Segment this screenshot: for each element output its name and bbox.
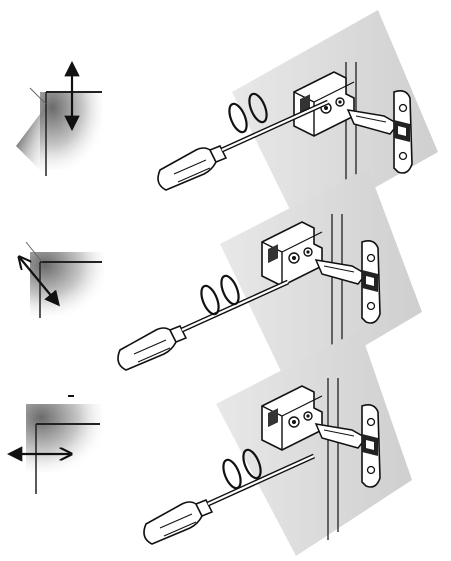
panel-depth-adjustment	[20, 168, 422, 390]
corner-adjustment-icon	[20, 241, 104, 318]
corner-adjustment-icon	[10, 395, 102, 494]
cabinet-panel	[216, 330, 412, 556]
panel-lateral-adjustment	[10, 330, 412, 556]
panel-vertical-adjustment	[16, 10, 438, 230]
cabinet-panel	[220, 168, 422, 390]
corner-adjustment-icon	[16, 60, 102, 176]
diagonal-arrow-icon	[20, 258, 58, 304]
